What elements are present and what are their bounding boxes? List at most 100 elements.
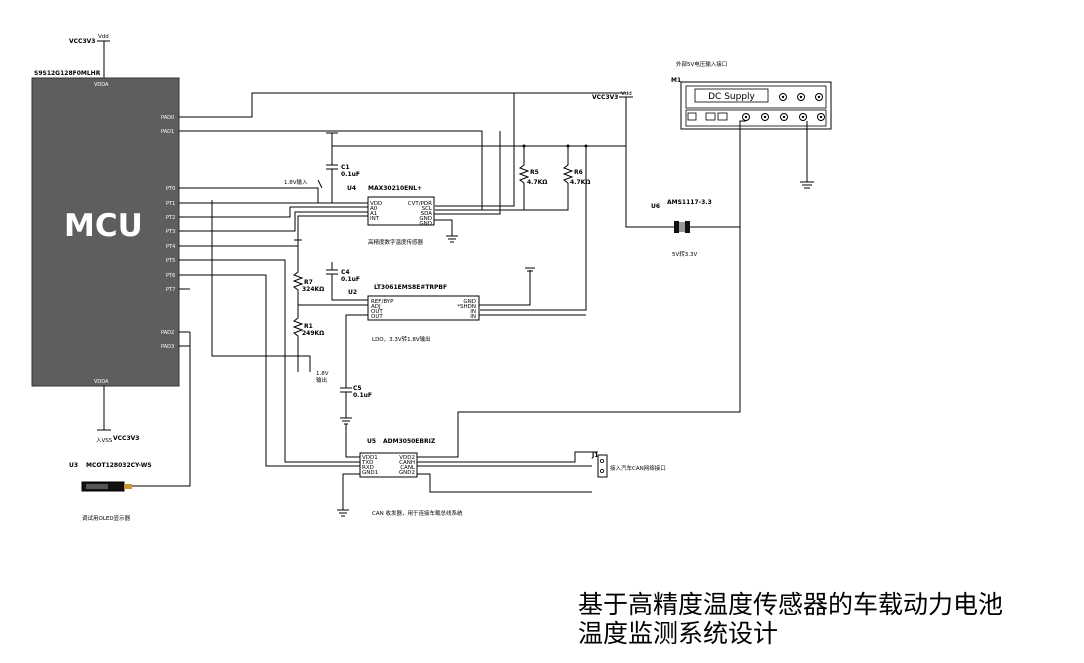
terminal-4 <box>799 113 807 121</box>
r5-ref: R5 <box>530 169 539 176</box>
reg-body-right <box>685 221 690 233</box>
can-pin-vdd1: VDD1 <box>362 455 378 461</box>
can-ground <box>337 473 360 517</box>
dc-supply-display-text: DC Supply <box>708 92 755 102</box>
reg-body-mid <box>679 222 685 232</box>
wire-pt3 <box>190 211 368 232</box>
can-pin-vdd2: VDD2 <box>399 455 415 461</box>
wire-pt5 <box>190 259 360 463</box>
wire-ldo-in <box>480 146 587 311</box>
ldo-pin-out2: OUT <box>371 314 383 320</box>
ldo-out-wire <box>345 314 368 385</box>
ldo-pin-ref: REF/BYP <box>371 299 394 305</box>
ldo-pin-adj: ADJ <box>371 304 381 310</box>
dc-supply-display <box>694 88 769 103</box>
oled-ref: U3 <box>69 462 78 469</box>
dc-supply-knobs-top <box>779 93 823 101</box>
sensor-pin-int: INT <box>370 216 380 222</box>
can-bus-wires <box>417 451 598 467</box>
vcc-bottom-label: VCC3V3 <box>113 435 139 442</box>
supply-ground <box>800 121 814 189</box>
mcu-pin-pad3: PAD3 <box>161 344 174 350</box>
sensor-pin-a0: A0 <box>370 206 378 212</box>
bus-33v <box>332 145 660 228</box>
can-pin-gnd2: GND2 <box>399 470 415 476</box>
can-vdd1-wire <box>345 424 360 458</box>
mcu-vdd-wire <box>97 40 110 78</box>
c1-symbol <box>326 146 338 203</box>
terminal-2-center <box>763 115 767 119</box>
node-r5 <box>522 144 526 148</box>
terminal-3-center <box>782 115 786 119</box>
oled-screen <box>86 484 108 489</box>
terminal-5 <box>817 113 825 121</box>
r6-value: 4.7KΩ <box>570 179 590 186</box>
sensor-input-label: 1.8V输入 <box>284 178 308 186</box>
node-r6 <box>566 144 570 148</box>
supply-pos-wire <box>739 120 746 227</box>
wire-pad2-oled <box>132 332 191 487</box>
c1-value: 0.1uF <box>341 171 360 178</box>
oled-part: MCOT128032CY-WS <box>86 462 152 469</box>
wire-pad0 <box>190 92 626 118</box>
can-pin-canl: CANL <box>400 465 416 471</box>
can-connector-label: 接入汽车CAN网络接口 <box>610 464 666 472</box>
dc-supply-terminals <box>742 113 825 121</box>
mcu-vdda-bottom: VDDA <box>94 379 109 385</box>
wire-scl <box>435 93 515 207</box>
sensor-pin-gnd2: GND <box>419 221 432 227</box>
r1-value: 249KΩ <box>302 330 324 337</box>
knob-2-center <box>799 95 803 99</box>
knob-1 <box>779 93 787 101</box>
r6-symbol <box>435 146 574 211</box>
node-bus <box>584 144 588 148</box>
r7-r1-divider <box>292 239 304 372</box>
can-connector <box>597 454 608 478</box>
sensor-pin-cvt: CVT/PDR <box>408 201 432 207</box>
wire-pt4 <box>190 215 368 247</box>
r1-ref: R1 <box>304 323 313 330</box>
sensor-pin-gnd1: GND <box>419 216 432 222</box>
vdd-mid-wire <box>619 96 633 146</box>
can-vdd2-wire <box>417 226 741 458</box>
ldo-pin-in1: IN <box>470 309 476 315</box>
wire-pt6 <box>190 274 360 467</box>
oled-connector <box>124 484 132 489</box>
ldo-gnd-wire <box>479 267 535 306</box>
c4-value: 0.1uF <box>341 276 360 283</box>
vdd-mid-label: Vdd <box>621 91 632 97</box>
ldo-out-label-2: 输出 <box>316 376 327 384</box>
sensor-pin-a1: A1 <box>370 211 377 217</box>
mcu-pin-pt0: PT0 <box>166 186 175 192</box>
can-gnd2-wire <box>417 473 592 493</box>
ldo-part: LT3061EMS8E#TRPBF <box>374 284 447 291</box>
mcu-pin-pad2: PAD2 <box>161 330 174 336</box>
can-pin-rxd: RXD <box>362 465 374 471</box>
can-pin-txd: TXD <box>361 460 373 466</box>
c4-symbol <box>326 262 368 301</box>
terminal-2 <box>761 113 769 121</box>
c1-ref: C1 <box>341 164 350 171</box>
wire-sda <box>434 131 501 215</box>
vcc-mid-label: VCC3V3 <box>592 94 618 101</box>
knob-1-center <box>781 95 785 99</box>
supply-ref: M1 <box>671 77 681 84</box>
knob-3 <box>815 93 823 101</box>
ldo-pin-gnd: GND <box>463 299 476 305</box>
mcu-pin-pt1: PT1 <box>166 201 175 207</box>
page-title: 基于高精度温度传感器的车载动力电池温度监测系统设计 <box>578 590 1004 648</box>
connector-pin-2 <box>600 468 605 473</box>
ldo-caption: LDO，3.3V转1.8V输出 <box>372 335 431 343</box>
sensor-pin-scl: SCL <box>422 206 433 212</box>
mcu-part-label: S9S12G128F0MLHR <box>34 70 101 77</box>
vdd-top-label: Vdd <box>98 34 109 40</box>
input-arrow <box>317 179 323 189</box>
r6-ref: R6 <box>574 169 583 176</box>
can-pin-canh: CANH <box>399 460 415 466</box>
c1-top <box>326 132 338 146</box>
dc-supply-switch-1 <box>687 112 697 121</box>
mcu-pin-stubs <box>179 116 190 347</box>
reg-ref: U6 <box>651 203 660 210</box>
knob-2 <box>797 93 805 101</box>
